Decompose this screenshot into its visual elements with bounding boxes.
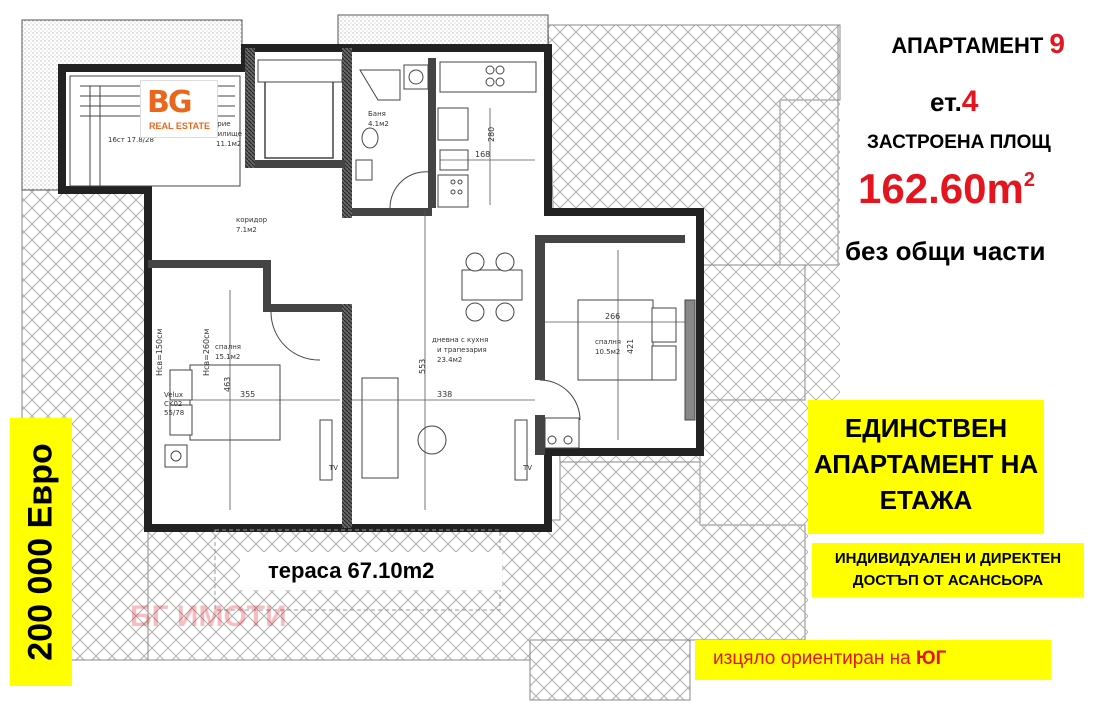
height-260: Нсв=260см [202, 328, 211, 376]
bedroom2-area: 10.5м2 [595, 348, 620, 356]
area-superscript: 2 [1023, 169, 1035, 191]
kitchen-fixtures [437, 61, 537, 208]
bedroom1-area: 15.1м2 [215, 353, 240, 361]
apartment-title: АПАРТАМЕНТ 9 [891, 28, 1065, 60]
dim-338: 338 [437, 390, 452, 399]
orientation-line: изцяло ориентиран на ЮГ [713, 648, 946, 670]
unique-line-2: АПАРТАМЕНТ НА [813, 449, 1039, 479]
terrace-label: тераса 67.10m2 [268, 558, 435, 583]
corridor-label: коридор [236, 216, 268, 224]
access-line-1: ИНДИВИДУАЛЕН И ДИРЕКТЕН [834, 550, 1062, 567]
dining-table [461, 252, 523, 322]
bedroom1-label: спалня [215, 343, 241, 351]
tv-label-1: TV [328, 464, 338, 472]
terrace-label-box: тераса 67.10m2 [240, 552, 502, 590]
access-line-2: ДОСТЪП ОТ АСАНСЬОРА [852, 572, 1044, 589]
area-value: 162.60m [858, 165, 1024, 212]
orientation-badge: изцяло ориентиран на ЮГ [695, 640, 1051, 680]
dim-463: 463 [223, 377, 232, 392]
dim-266: 266 [605, 312, 620, 321]
corridor-area: 7.1м2 [236, 226, 257, 234]
dim-421: 421 [626, 339, 635, 354]
dim-355: 355 [240, 390, 255, 399]
area-value-block: 162.60m2 [858, 165, 1035, 213]
area-note: без общи части [845, 236, 1046, 266]
storage-label: ерие [213, 120, 231, 128]
window-tag-1: Velux [164, 391, 183, 399]
watermark: БГ ИМОТИ [130, 600, 287, 633]
living-label: дневна с кухня [432, 336, 488, 344]
height-150: Нсв=150см [155, 328, 164, 376]
unique-line-1: ЕДИНСТВЕН [844, 413, 1008, 443]
floor-number: 4 [961, 85, 979, 118]
bedroom2-bed [544, 299, 696, 449]
bath-area: 4.1м2 [368, 120, 389, 128]
living-label-2: и трапезария [437, 346, 487, 354]
built-area-label: ЗАСТРОЕНА ПЛОЩ [867, 132, 1051, 153]
living-area: 23.4м2 [437, 356, 462, 364]
apartment-number: 9 [1049, 28, 1065, 59]
dim-168: 168 [475, 150, 490, 159]
bedroom2-label: спалня [595, 338, 621, 346]
bath-fixtures [355, 64, 431, 209]
access-badge: ИНДИВИДУАЛЕН И ДИРЕКТЕН ДОСТЪП ОТ АСАНСЬ… [812, 543, 1084, 597]
price-text: 200 000 Евро [21, 443, 60, 661]
dim-280: 280 [487, 127, 496, 142]
dim-553: 553 [418, 359, 427, 374]
window-tag-3: 55/78 [164, 409, 184, 417]
stairs-label: 16ст 17.8/28 [108, 136, 154, 144]
unique-apartment-badge: ЕДИНСТВЕН АПАРТАМЕНТ НА ЕТАЖА [808, 400, 1044, 534]
logo-mark: BG [147, 85, 192, 120]
storage-label-2: нилище [213, 130, 242, 138]
bath-label: Баня [368, 110, 386, 118]
price-badge: 200 000 Евро [10, 418, 72, 686]
window-tag-2: CK02 [164, 400, 182, 408]
orientation-direction: ЮГ [916, 648, 947, 669]
storage-area: 11.1м2 [216, 140, 241, 148]
tv-label-2: TV [522, 464, 532, 472]
apartment-label: АПАРТАМЕНТ [891, 33, 1044, 58]
company-logo: BG REAL ESTATE [140, 80, 218, 138]
logo-subtitle: REAL ESTATE [149, 121, 211, 131]
floor-label: ет. [930, 87, 962, 117]
bedroom1-bed [164, 311, 333, 481]
orientation-text: изцяло ориентиран на [713, 648, 911, 669]
living-furniture [361, 377, 581, 481]
floor-info: ет.4 [930, 85, 978, 119]
unique-line-3: ЕТАЖА [879, 485, 973, 515]
